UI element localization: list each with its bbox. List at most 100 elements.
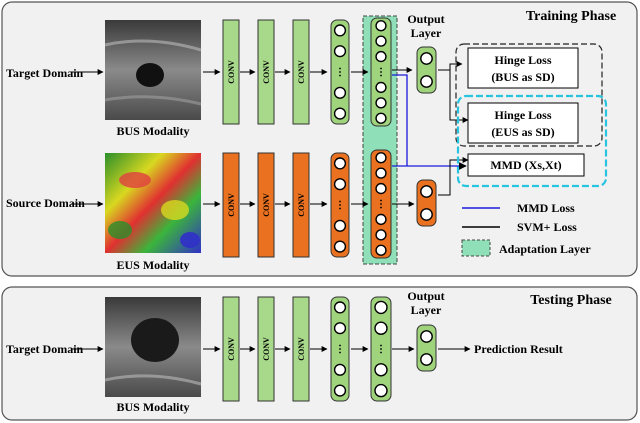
- ellipsis-dot: [339, 351, 341, 354]
- neuron-node: [333, 157, 347, 170]
- eus-sd-group: [456, 94, 608, 188]
- neuron-node: [333, 240, 347, 253]
- neuron-node: [375, 182, 387, 195]
- neuron-node: [333, 178, 347, 191]
- neuron-node: [420, 185, 433, 198]
- neuron-node: [420, 52, 433, 65]
- ellipsis-dot: [380, 74, 382, 77]
- svg-text:CONV: CONV: [297, 337, 306, 361]
- svg-text:CONV: CONV: [262, 193, 271, 217]
- neuron-node: [374, 383, 388, 398]
- neuron-node: [375, 244, 387, 256]
- neuron-node: [374, 363, 388, 377]
- ellipsis-dot: [380, 199, 382, 202]
- output-layer-label: Output: [407, 12, 444, 26]
- eus-modality-caption: EUS Modality: [116, 258, 189, 272]
- fc-layer: [330, 19, 350, 125]
- neuron-node: [420, 208, 433, 221]
- ellipsis-dot: [339, 207, 341, 210]
- neuron-node: [333, 384, 347, 397]
- test-output-layer-label: Output: [407, 289, 444, 303]
- svg-text:CONV: CONV: [297, 60, 306, 84]
- svg-text:CONV: CONV: [227, 337, 236, 361]
- conv-block: CONV: [292, 152, 310, 258]
- svg-text:CONV: CONV: [227, 60, 236, 84]
- neuron-node: [333, 24, 347, 37]
- neuron-node: [333, 363, 347, 376]
- fc-layer: [370, 17, 392, 127]
- ellipsis-dot: [339, 67, 341, 70]
- neuron-node: [375, 35, 387, 47]
- ellipsis-dot: [380, 344, 382, 347]
- neuron-node: [375, 50, 387, 63]
- ellipsis-dot: [380, 203, 382, 205]
- legend: MMD Loss SVM+ Loss Adaptation Layer: [461, 201, 591, 257]
- neuron-node: [333, 107, 347, 120]
- legend-adaptation: Adaptation Layer: [499, 242, 591, 256]
- ellipsis-dot: [339, 200, 341, 203]
- neuron-node: [374, 321, 388, 335]
- output-layer-nodes: [416, 46, 437, 94]
- neuron-node: [374, 300, 388, 315]
- output-layer-nodes: [416, 179, 437, 227]
- svg-text:(EUS as SD): (EUS as SD): [491, 125, 554, 139]
- testing-phase-title: Testing Phase: [530, 293, 612, 308]
- conv-block: CONV: [257, 296, 275, 402]
- test-output-layer-label: Layer: [411, 303, 442, 317]
- fc-layer: [330, 296, 350, 402]
- svg-text:CONV: CONV: [262, 337, 271, 361]
- conv-block: CONV: [222, 19, 240, 125]
- bus-modality-caption: BUS Modality: [116, 124, 189, 138]
- ellipsis-dot: [380, 206, 382, 209]
- neuron-node: [375, 112, 387, 124]
- fc-layer: [370, 149, 392, 259]
- neuron-node: [375, 152, 387, 164]
- neuron-node: [420, 75, 433, 88]
- ellipsis-dot: [339, 348, 341, 350]
- neuron-node: [333, 86, 347, 99]
- neuron-node: [375, 20, 387, 32]
- test-bus-image: [104, 297, 202, 397]
- mmd-connection: [392, 74, 467, 170]
- neuron-node: [375, 167, 387, 179]
- bus-image: [104, 20, 202, 120]
- neuron-node: [375, 81, 387, 94]
- legend-svm-loss: SVM+ Loss: [517, 220, 577, 234]
- prediction-result-label: Prediction Result: [474, 342, 563, 356]
- neuron-node: [333, 45, 347, 58]
- svg-text:(BUS as SD): (BUS as SD): [491, 70, 554, 84]
- conv-block: CONV: [257, 19, 275, 125]
- ellipsis-dot: [339, 71, 341, 73]
- legend-mmd-loss: MMD Loss: [517, 201, 575, 215]
- ellipsis-dot: [339, 204, 341, 206]
- conv-block: CONV: [222, 296, 240, 402]
- neuron-node: [333, 322, 347, 335]
- neuron-node: [333, 301, 347, 314]
- neuron-node: [420, 353, 433, 366]
- ellipsis-dot: [380, 351, 382, 354]
- legend-adaptation-swatch: [461, 239, 491, 257]
- ellipsis-dot: [339, 344, 341, 347]
- svg-text:Hinge Loss: Hinge Loss: [494, 108, 551, 122]
- svg-text:CONV: CONV: [262, 60, 271, 84]
- ellipsis-dot: [380, 71, 382, 73]
- neuron-node: [375, 97, 387, 109]
- fc-layer: [330, 152, 350, 258]
- neuron-node: [375, 213, 387, 226]
- test-bus-modality-caption: BUS Modality: [116, 400, 189, 414]
- conv-block: CONV: [257, 152, 275, 258]
- test-target-domain-label: Target Domain: [6, 342, 84, 356]
- svg-text:MMD (Xs,Xt): MMD (Xs,Xt): [490, 158, 561, 172]
- bus-sd-group: [455, 43, 603, 147]
- training-phase-title: Training Phase: [526, 9, 616, 24]
- conv-block: CONV: [292, 296, 310, 402]
- source-domain-label: Source Domain: [6, 196, 85, 210]
- ellipsis-dot: [339, 74, 341, 77]
- fc-layer: [370, 296, 392, 402]
- eus-image: [105, 153, 201, 253]
- output-layer-label: Layer: [411, 26, 442, 40]
- neuron-node: [375, 229, 387, 241]
- conv-block: CONV: [292, 19, 310, 125]
- hinge-loss-bus-box: Hinge Loss (BUS as SD): [467, 47, 579, 89]
